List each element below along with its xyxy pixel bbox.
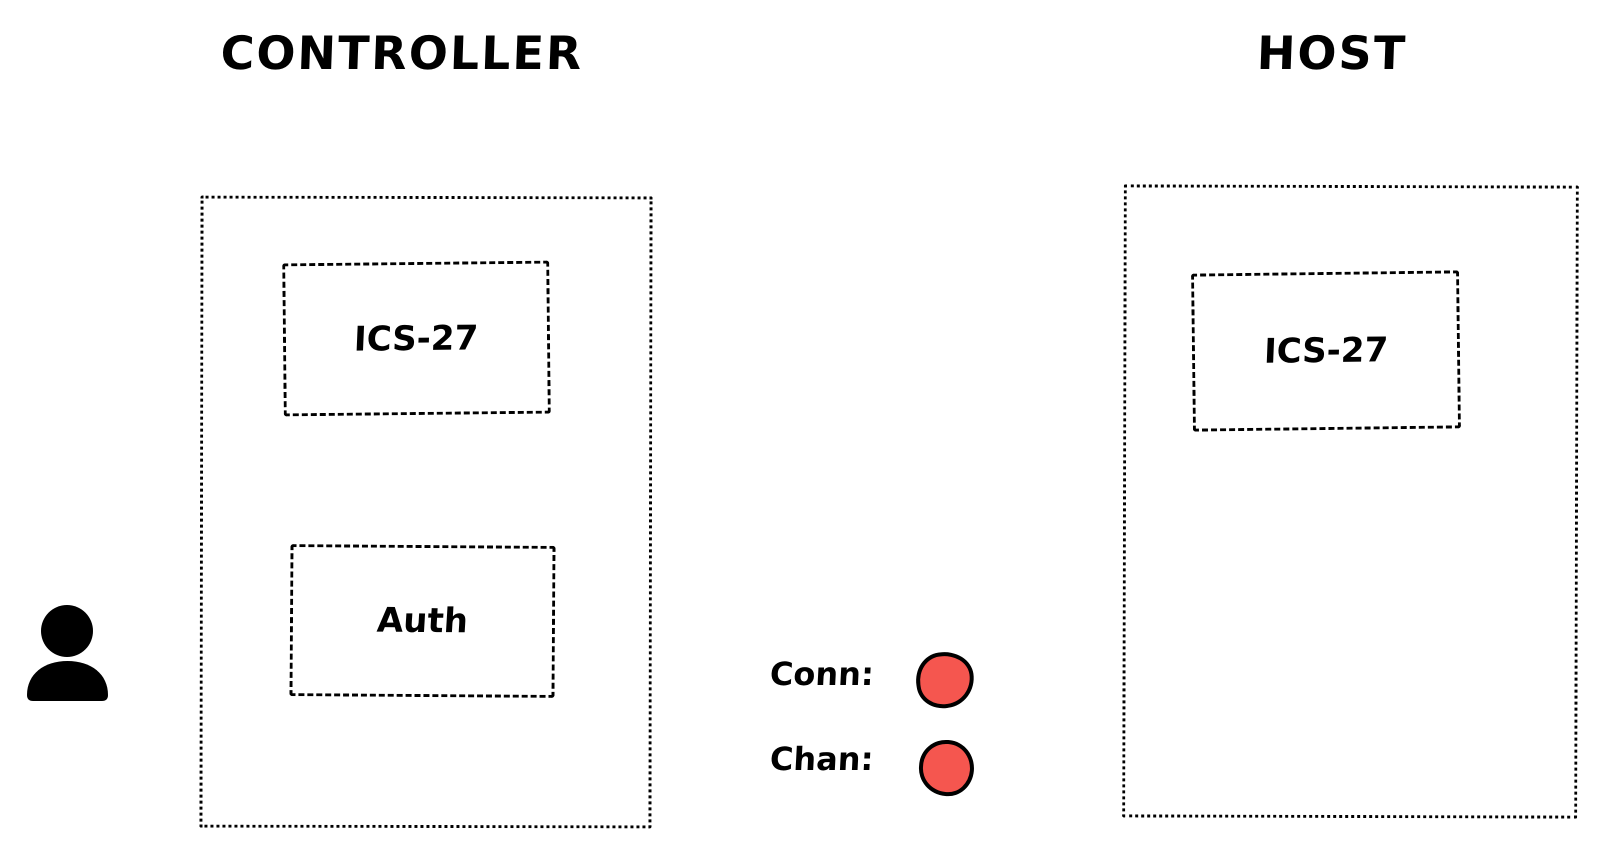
chan-status-indicator	[916, 737, 977, 799]
conn-status-indicator	[912, 648, 978, 712]
chan-status-label: Chan:	[769, 740, 875, 778]
conn-status-label: Conn:	[769, 655, 875, 693]
controller-ics27-module-box: ICS-27	[282, 260, 551, 417]
controller-auth-module-box: Auth	[289, 544, 556, 698]
host-ics27-module-label: ICS-27	[1263, 330, 1389, 372]
user-silhouette-icon	[27, 605, 108, 701]
host-ics27-module-box: ICS-27	[1191, 270, 1461, 432]
controller-auth-module-label: Auth	[375, 600, 470, 642]
controller-ics27-module-label: ICS-27	[353, 317, 480, 360]
host-title: HOST	[1255, 26, 1409, 80]
controller-title: CONTROLLER	[219, 26, 585, 80]
